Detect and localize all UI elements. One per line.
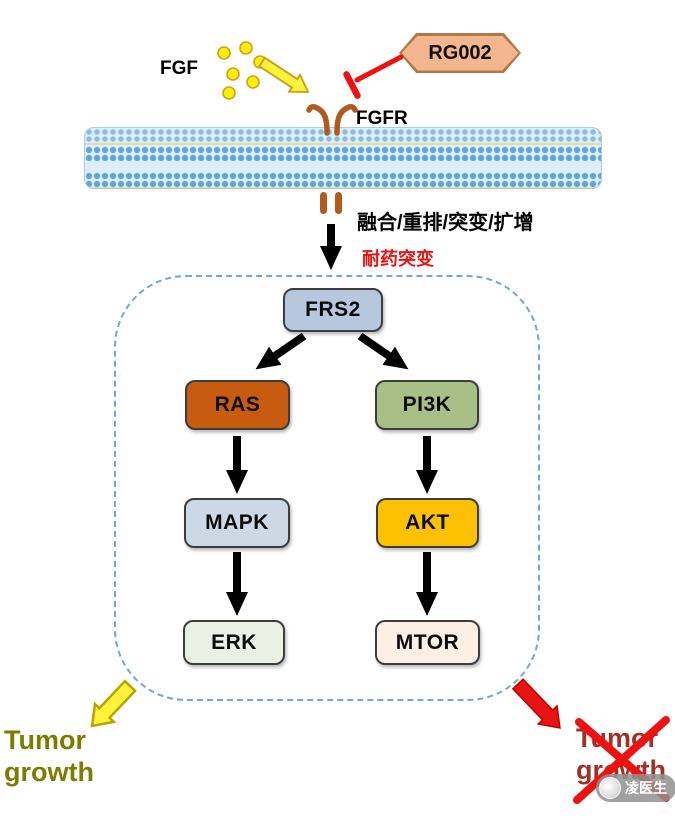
- cell-membrane: [84, 127, 602, 189]
- node-ras: RAS: [185, 380, 290, 430]
- receptor-transmembrane-bars-icon: [320, 192, 342, 214]
- watermark-logo-icon: [599, 777, 621, 799]
- fgf-binding-arrow-icon: [257, 56, 310, 94]
- node-akt: AKT: [376, 498, 479, 548]
- node-erk: ERK: [183, 620, 285, 665]
- inhibition-tbar-icon: [343, 54, 404, 99]
- watermark: 凌医生: [596, 774, 675, 802]
- inhibitor-label: RG002: [401, 35, 519, 71]
- tumor-growth-arrow-right-icon: [511, 678, 561, 729]
- resistance-mutation-label: 耐药突变: [362, 249, 434, 269]
- node-pi3k: PI3K: [375, 380, 479, 430]
- tumor-growth-left-label: Tumor growth: [4, 724, 94, 789]
- watermark-text: 凌医生: [625, 780, 667, 796]
- node-mtor: MTOR: [375, 620, 480, 665]
- fgf-label: FGF: [160, 58, 198, 79]
- node-frs2: FRS2: [283, 288, 383, 332]
- fgfr-label: FGFR: [356, 108, 408, 129]
- signaling-cascade-container: [114, 275, 540, 701]
- node-mapk: MAPK: [184, 498, 290, 548]
- tumor-growth-left-line1: Tumor: [4, 725, 86, 755]
- tumor-growth-arrow-left-icon: [90, 679, 137, 728]
- inhibitor-badge: RG002: [399, 33, 521, 73]
- tumor-growth-left-line2: growth: [4, 757, 94, 788]
- fgf-ligand-dots-icon: [217, 41, 267, 100]
- alterations-label: 融合/重排/突变/扩增: [357, 212, 534, 234]
- tumor-growth-right-line1: Tumor: [576, 723, 658, 753]
